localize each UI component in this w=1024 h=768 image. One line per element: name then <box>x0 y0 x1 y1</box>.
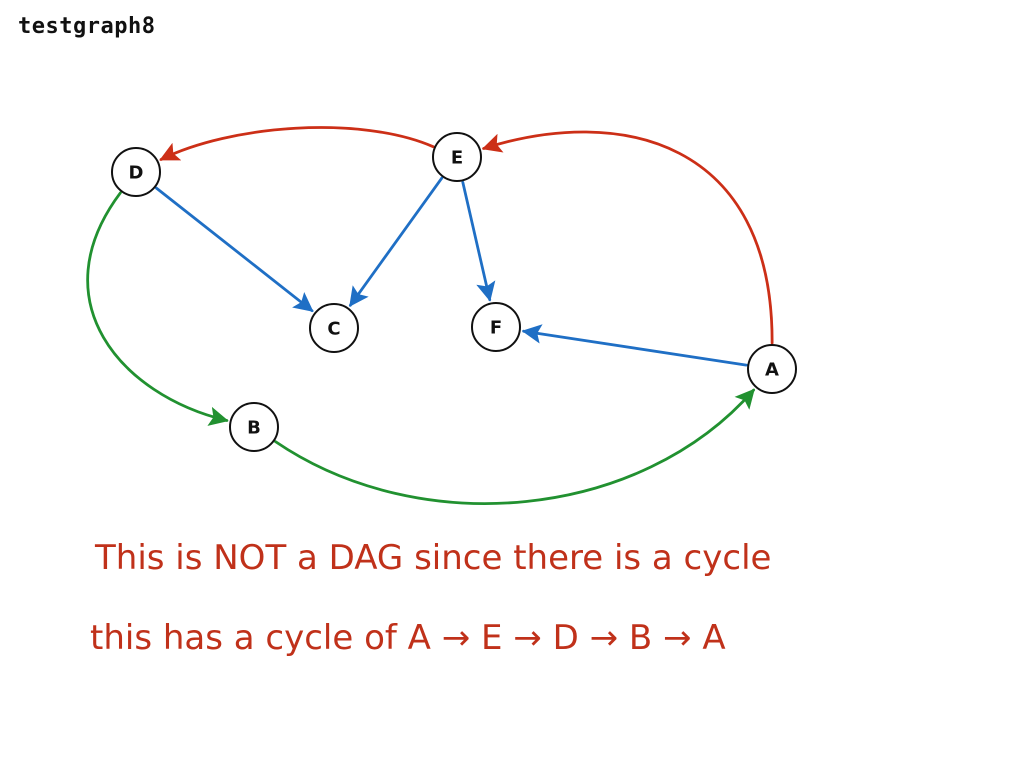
node-circle <box>471 302 521 352</box>
edge-d-to-b <box>86 191 229 426</box>
node-label: A <box>765 360 779 381</box>
node-circle <box>229 402 279 452</box>
node-circle <box>111 147 161 197</box>
node-b: B <box>229 402 279 452</box>
node-label: D <box>129 163 144 184</box>
node-a: A <box>747 344 797 394</box>
node-e: E <box>432 132 482 182</box>
node-label: F <box>490 318 502 339</box>
edge-d-to-c <box>155 186 314 313</box>
edge-a-to-f <box>521 324 748 367</box>
node-label: E <box>451 148 463 169</box>
caption-cycle-path: this has a cycle of A → E → D → B → A <box>90 618 726 658</box>
edge-a-to-e <box>481 130 774 345</box>
nodes-layer: D E C F A B <box>111 132 797 452</box>
edge-e-to-f <box>461 180 496 302</box>
node-c: C <box>309 303 359 353</box>
edge-b-to-a <box>274 388 755 505</box>
node-f: F <box>471 302 521 352</box>
edges-layer <box>86 126 774 505</box>
node-circle <box>432 132 482 182</box>
graph-title: testgraph8 <box>18 14 156 39</box>
node-circle <box>747 344 797 394</box>
node-label: B <box>247 418 261 439</box>
edge-e-to-c <box>348 176 444 307</box>
caption-not-dag: This is NOT a DAG since there is a cycle <box>95 538 772 578</box>
edge-e-to-d <box>159 126 435 161</box>
node-label: C <box>327 319 340 340</box>
node-circle <box>309 303 359 353</box>
node-d: D <box>111 147 161 197</box>
